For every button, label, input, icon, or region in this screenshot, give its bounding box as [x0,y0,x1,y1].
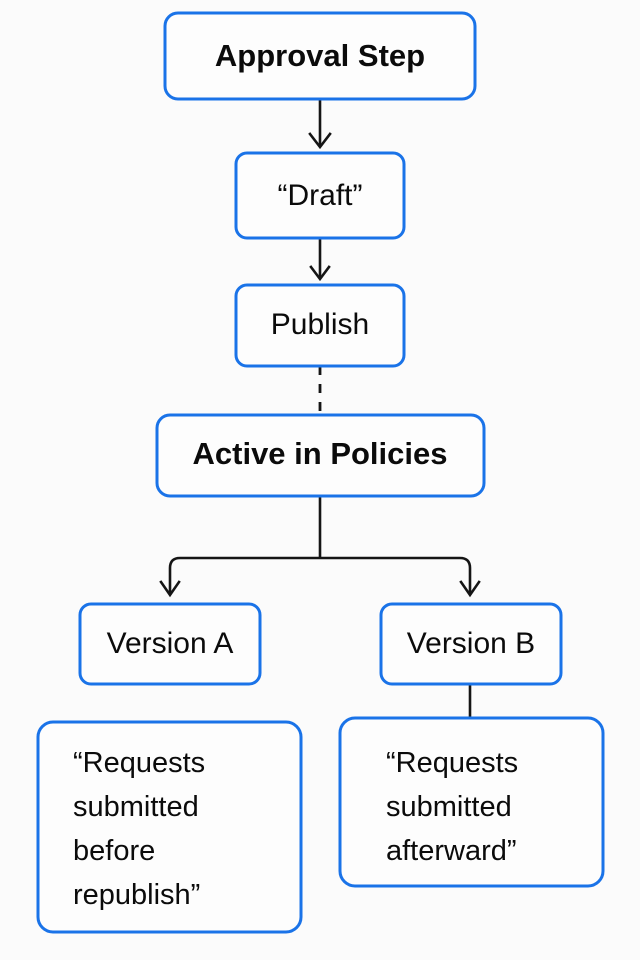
node-active-in-policies[interactable]: Active in Policies [155,413,486,498]
node-version-b[interactable]: Version B [379,602,563,686]
edge-draft-to-publish [309,238,331,282]
note-version-b-line-3: afterward” [386,835,517,867]
node-approval-step-label: Approval Step [215,38,425,73]
node-publish[interactable]: Publish [234,283,406,368]
node-version-b-label: Version B [407,627,535,660]
note-version-a-box[interactable] [36,720,303,934]
edge-approval-step-to-draft [308,99,332,150]
edge-active-in-policies-split [159,496,481,598]
note-version-a-line-4: republish” [73,879,200,911]
note-version-a[interactable]: “Requests submitted before republish” [36,720,303,934]
node-version-b-box[interactable] [379,602,563,686]
note-version-a-line-3: before [73,835,155,867]
node-draft[interactable]: “Draft” [234,151,406,240]
note-version-b-line-1: “Requests [386,747,518,779]
node-approval-step-box[interactable] [163,11,477,101]
note-version-b-box[interactable] [338,716,605,888]
node-draft-box[interactable] [234,151,406,240]
node-version-a-label: Version A [107,627,234,660]
note-version-a-line-1: “Requests [73,747,205,779]
note-version-a-line-2: submitted [73,791,199,823]
connector-layer [159,99,481,718]
node-publish-label: Publish [271,308,369,341]
node-draft-label: “Draft” [278,179,363,212]
node-active-in-policies-label: Active in Policies [193,436,448,471]
node-approval-step[interactable]: Approval Step [163,11,477,101]
node-publish-box[interactable] [234,283,406,368]
node-version-a-box[interactable] [78,602,262,686]
note-version-b[interactable]: “Requests submitted afterward” [338,716,605,888]
node-active-in-policies-box[interactable] [155,413,486,498]
node-version-a[interactable]: Version A [78,602,262,686]
note-version-b-line-2: submitted [386,791,512,823]
